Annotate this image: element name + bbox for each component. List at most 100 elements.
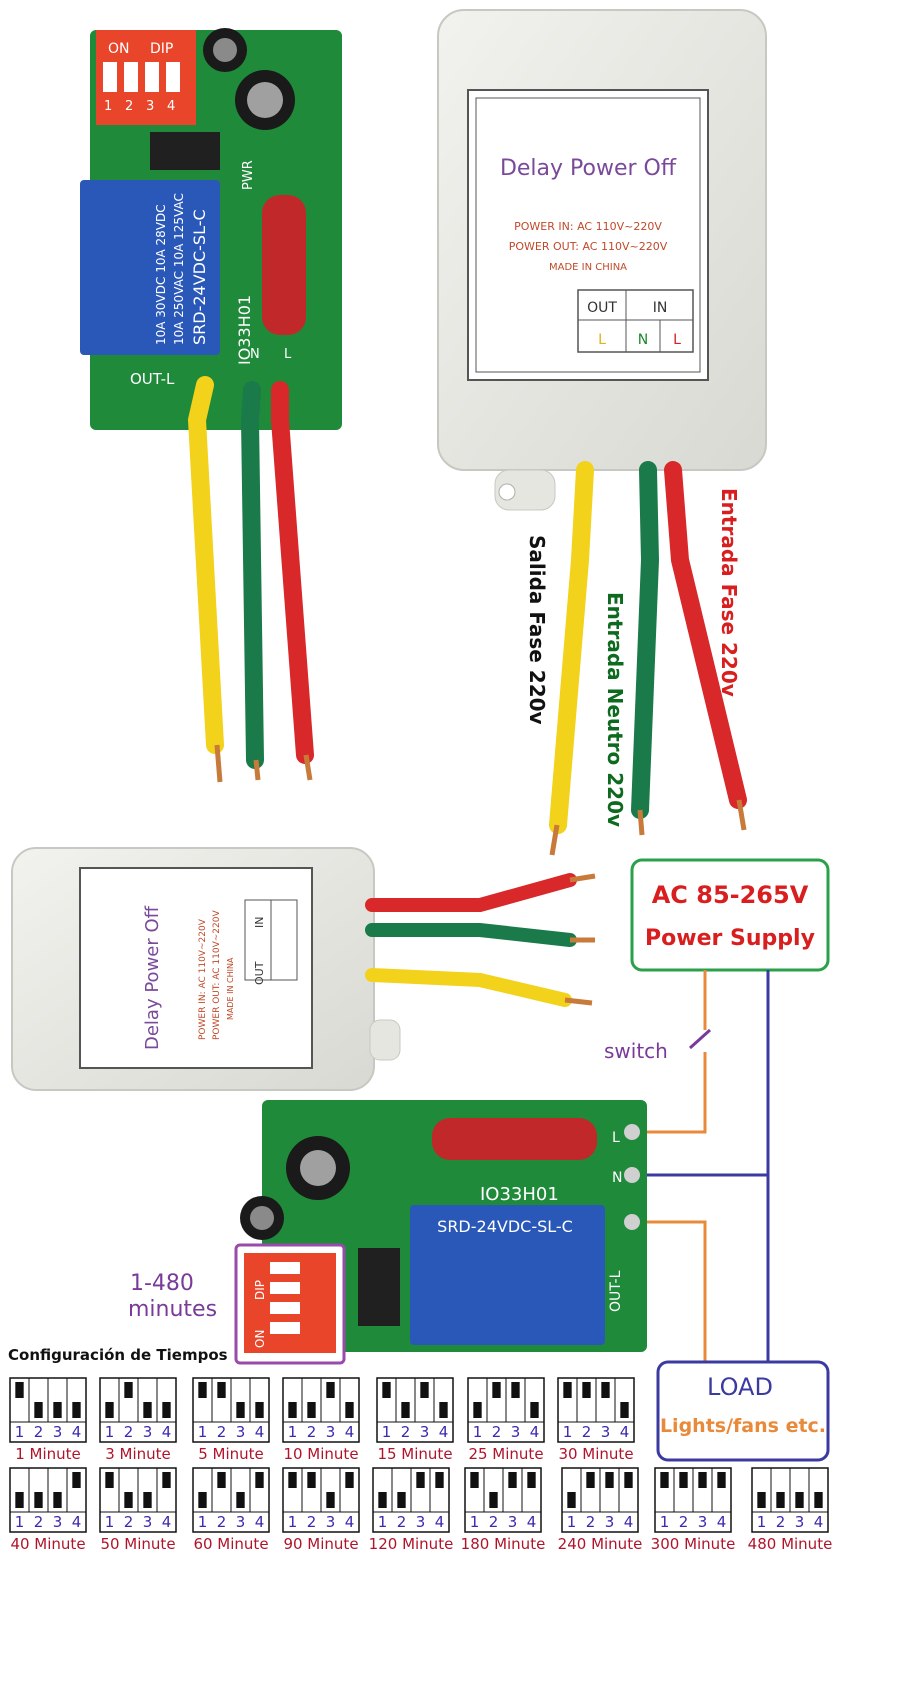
dip-on-label: ON [108, 41, 130, 57]
top-relay-board: ON DIP 1 2 3 4 SRD-24VDC-SL-C 10A 250VAC… [80, 28, 342, 430]
dip-setting-number: 1 [473, 1423, 483, 1441]
power-supply-label: Power Supply [645, 926, 815, 951]
dip-toggle [255, 1402, 264, 1418]
dip-toggle [620, 1402, 629, 1418]
dip-toggle [814, 1492, 823, 1508]
dip-toggle [492, 1382, 501, 1398]
varistor-icon [432, 1118, 597, 1160]
dip-toggle [489, 1492, 498, 1508]
dip-setting-number: 3 [795, 1513, 805, 1531]
dip-toggle [217, 1382, 226, 1398]
dip-setting-number: 4 [255, 1513, 265, 1531]
dip-setting-number: 2 [679, 1513, 689, 1531]
dip-toggle [435, 1472, 444, 1488]
n-label: N [250, 347, 260, 362]
dip-toggle [401, 1402, 410, 1418]
dip-setting-number: 4 [255, 1423, 265, 1441]
dip-setting-label: 1 Minute [15, 1445, 81, 1463]
dip-toggle [439, 1402, 448, 1418]
dip-setting-number: 4 [717, 1513, 727, 1531]
dip-setting-label: 240 Minute [558, 1535, 643, 1553]
dip-setting-number: 4 [72, 1513, 82, 1531]
dip-toggle [72, 1402, 81, 1418]
out-l-label: OUT-L [130, 370, 175, 388]
bottom-terminal-out: OUT [253, 961, 266, 985]
dip-setting-number: 1 [105, 1423, 115, 1441]
dip-setting-number: 2 [34, 1513, 44, 1531]
dip-setting-number: 2 [307, 1423, 317, 1441]
dip-toggle [34, 1492, 43, 1508]
dip-setting-label: 50 Minute [100, 1535, 175, 1553]
dip-toggle [198, 1492, 207, 1508]
svg-text:Entrada Fase 220v: Entrada Fase 220v [717, 488, 741, 697]
dip-num-2: 2 [125, 99, 133, 114]
dip-setting-label: 5 Minute [198, 1445, 264, 1463]
top-board-wires [187, 376, 314, 783]
dip-setting-number: 2 [217, 1423, 227, 1441]
varistor-icon [262, 195, 306, 335]
dip-setting-number: 4 [435, 1513, 445, 1531]
bottom-dip-switch[interactable]: ON DIP [234, 1243, 346, 1365]
dip-toggle [717, 1472, 726, 1488]
module-power-in: POWER IN: AC 110V~220V [514, 220, 662, 233]
dip-toggle [416, 1472, 425, 1488]
dip-toggle [586, 1472, 595, 1488]
dip-setting-number: 1 [198, 1423, 208, 1441]
dip-setting-number: 2 [582, 1423, 592, 1441]
dip-toggle [397, 1492, 406, 1508]
dip-toggle [601, 1382, 610, 1398]
dip-toggle [378, 1492, 387, 1508]
bottom-relay: SRD-24VDC-SL-C [410, 1205, 605, 1345]
dip-toggle [567, 1492, 576, 1508]
dip-setting-number: 4 [162, 1423, 172, 1441]
dip-setting-number: 3 [511, 1423, 521, 1441]
dip-setting-number: 1 [288, 1513, 298, 1531]
dip-setting-label: 90 Minute [283, 1535, 358, 1553]
range-label-1: 1-480 [130, 1271, 194, 1296]
dip-setting-number: 3 [508, 1513, 518, 1531]
dip-toggle [345, 1402, 354, 1418]
dip-toggle [345, 1472, 354, 1488]
top-dip-switch[interactable]: ON DIP 1 2 3 4 [96, 30, 196, 125]
dip-toggle [198, 1382, 207, 1398]
load-title: LOAD [707, 1373, 773, 1401]
dip-toggle [236, 1492, 245, 1508]
dip-setting-number: 4 [624, 1513, 634, 1531]
dip-toggle [660, 1472, 669, 1488]
dip-setting-number: 1 [567, 1513, 577, 1531]
dip-toggle [698, 1472, 707, 1488]
dip-toggle [605, 1472, 614, 1488]
bottom-n-label: N [612, 1170, 622, 1186]
terminal-in: IN [653, 300, 668, 316]
ic-chip-icon [150, 132, 220, 170]
dip-setting-number: 2 [34, 1423, 44, 1441]
dip-toggle [530, 1402, 539, 1418]
relay-rating-1: 10A 250VAC 10A 125VAC [172, 193, 186, 345]
dip-setting-number: 1 [105, 1513, 115, 1531]
dip-toggle [511, 1382, 520, 1398]
dip-toggle [563, 1382, 572, 1398]
dip-setting-number: 4 [530, 1423, 540, 1441]
load-subtitle: Lights/fans etc. [660, 1415, 826, 1437]
dip-setting-number: 3 [416, 1513, 426, 1531]
dip-toggle [582, 1382, 591, 1398]
bottom-relay-model: SRD-24VDC-SL-C [437, 1217, 573, 1236]
dip-setting-number: 3 [326, 1513, 336, 1531]
dip-setting-label: 40 Minute [10, 1535, 85, 1553]
dip-toggle [15, 1382, 24, 1398]
ic-chip-icon [358, 1248, 400, 1326]
dip-setting-label: 60 Minute [193, 1535, 268, 1553]
dip-setting-label: 180 Minute [461, 1535, 546, 1553]
schematic-lines [640, 970, 770, 1362]
dip-toggle [382, 1382, 391, 1398]
